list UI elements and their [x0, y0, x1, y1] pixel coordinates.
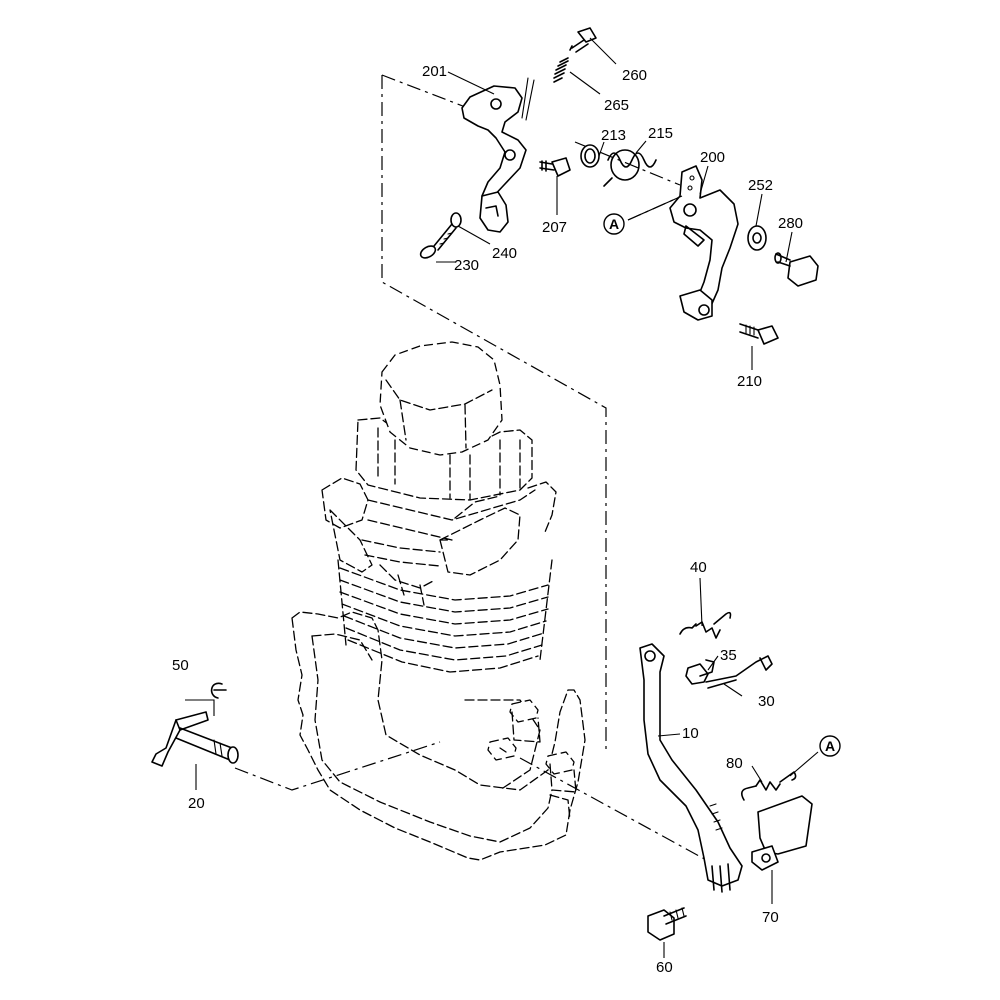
- part-230-bolt: [419, 223, 457, 259]
- callout-40: 40: [690, 559, 707, 576]
- callout-10: 10: [682, 725, 699, 742]
- callout-240: 240: [492, 245, 517, 262]
- callout-260: 260: [622, 67, 647, 84]
- callout-80: 80: [726, 755, 743, 772]
- callout-265: 265: [604, 97, 629, 114]
- callout-200: 200: [700, 149, 725, 166]
- callout-labels: 201 260 265 213 215 200 252 280 207 240 …: [172, 63, 803, 976]
- part-200-arm: [669, 165, 739, 321]
- part-213-collar: [580, 144, 600, 168]
- reference-a-top-label: A: [609, 216, 619, 232]
- part-280-bolt: [774, 252, 819, 287]
- part-201-bracket: [461, 77, 535, 233]
- callout-210: 210: [737, 373, 762, 390]
- part-60-bolt: [647, 907, 687, 941]
- callout-20: 20: [188, 795, 205, 812]
- callout-252: 252: [748, 177, 773, 194]
- part-30-rod: [705, 655, 773, 689]
- assembly-lines: [234, 74, 711, 863]
- part-10-lever: [639, 643, 743, 893]
- callout-207: 207: [542, 219, 567, 236]
- part-50-clip: [210, 682, 227, 699]
- reference-a-top: A: [603, 213, 625, 235]
- part-265-spring: [553, 57, 569, 83]
- callout-280: 280: [778, 215, 803, 232]
- part-80-spring: [740, 771, 797, 801]
- callout-230: 230: [454, 257, 479, 274]
- callout-35: 35: [720, 647, 737, 664]
- callout-70: 70: [762, 909, 779, 926]
- part-40-spring: [679, 611, 732, 639]
- leader-lines: [195, 37, 819, 958]
- part-260-bolt: [569, 27, 597, 53]
- part-35-nut: [685, 659, 715, 685]
- callout-50: 50: [172, 657, 189, 674]
- reference-a-bottom-label: A: [825, 738, 835, 754]
- callout-213: 213: [601, 127, 626, 144]
- callout-30: 30: [758, 693, 775, 710]
- part-207-bolt: [539, 157, 571, 177]
- part-210-bolt: [739, 323, 779, 345]
- callout-60: 60: [656, 959, 673, 976]
- part-240-washer: [450, 212, 462, 228]
- callout-201: 201: [422, 63, 447, 80]
- engine-block-outline: [291, 341, 586, 861]
- reference-a-bottom: A: [819, 735, 841, 757]
- part-70-plate: [751, 795, 813, 871]
- bracket-20: [185, 699, 215, 716]
- part-20-shaft: [151, 711, 239, 767]
- part-252-washer: [747, 225, 767, 251]
- callout-215: 215: [648, 125, 673, 142]
- part-215-spring: [603, 149, 657, 187]
